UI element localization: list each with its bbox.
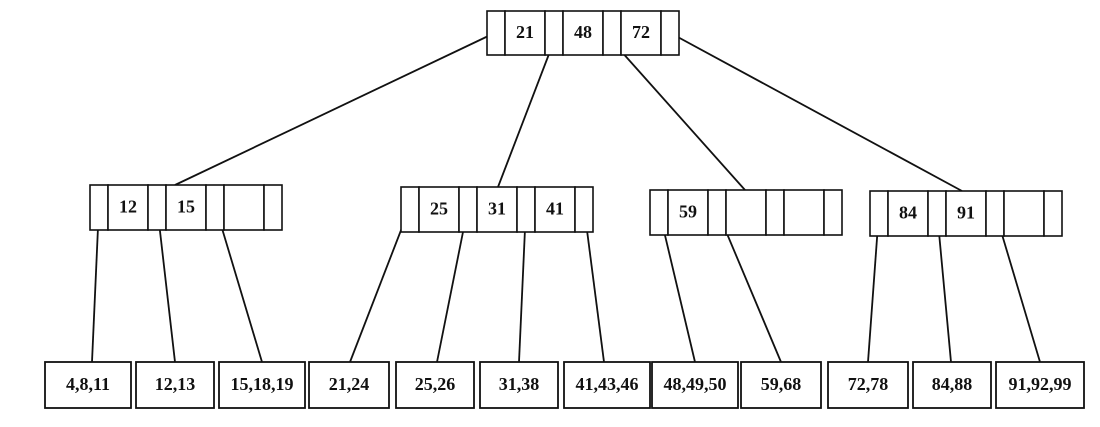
leaf-keys: 12,13 bbox=[155, 374, 196, 394]
internal-node-4-key-cell bbox=[1003, 190, 1045, 237]
internal-node-3-pointer-cell bbox=[765, 189, 785, 236]
internal-node-1-key-cell bbox=[223, 184, 265, 231]
internal-node-2-pointer-cell bbox=[574, 186, 594, 233]
leaf-keys: 25,26 bbox=[415, 374, 456, 394]
leaf-node-7: 41,43,46 bbox=[563, 361, 651, 409]
internal-node-4-pointer-cell bbox=[985, 190, 1005, 237]
root-node-key: 72 bbox=[632, 22, 650, 42]
internal-node-4-key: 91 bbox=[957, 203, 975, 223]
leaf-box bbox=[563, 361, 651, 409]
internal-node-3-pointer-cell bbox=[823, 189, 843, 236]
internal-node-3-key-cell bbox=[667, 189, 709, 236]
internal-node-4-pointer-cell bbox=[927, 190, 947, 237]
leaf-box bbox=[135, 361, 215, 409]
internal-node-3-pointer-cell bbox=[707, 189, 727, 236]
leaf-keys: 21,24 bbox=[329, 374, 370, 394]
internal-node-2-key: 25 bbox=[430, 199, 448, 219]
leaf-node-6: 31,38 bbox=[479, 361, 559, 409]
internal-node-2-key-cell bbox=[476, 186, 518, 233]
internal-node-2: 25 31 41 bbox=[400, 186, 594, 233]
root-node-pointer-cell bbox=[660, 10, 680, 56]
root-node-key-cell bbox=[620, 10, 662, 56]
root-node-key-cell bbox=[504, 10, 546, 56]
root-node: 21 48 72 bbox=[486, 10, 680, 56]
leaf-node-5: 25,26 bbox=[395, 361, 475, 409]
leaf-keys: 59,68 bbox=[761, 374, 802, 394]
root-node-key-cell bbox=[562, 10, 604, 56]
internal-node-4-key-cell bbox=[945, 190, 987, 237]
leaf-node-4: 21,24 bbox=[308, 361, 390, 409]
internal-node-1-key: 12 bbox=[119, 197, 137, 217]
internal-node-1-pointer-cell bbox=[263, 184, 283, 231]
internal-node-1: 12 15 bbox=[89, 184, 283, 231]
internal-to-leaf-edge bbox=[91, 204, 100, 363]
internal-to-leaf-edge bbox=[436, 206, 469, 363]
internal-node-4-pointer-cell bbox=[1043, 190, 1063, 237]
root-to-internal-edge bbox=[174, 28, 504, 186]
internal-node-1-pointer-cell bbox=[147, 184, 167, 231]
internal-to-leaf-edge bbox=[156, 204, 176, 363]
leaf-node-10: 72,78 bbox=[827, 361, 909, 409]
leaf-node-3: 15,18,19 bbox=[218, 361, 306, 409]
leaf-box bbox=[308, 361, 390, 409]
leaf-box bbox=[218, 361, 306, 409]
internal-node-1-key: 15 bbox=[177, 197, 195, 217]
leaf-keys: 48,49,50 bbox=[664, 374, 727, 394]
internal-node-1-key-cell bbox=[165, 184, 207, 231]
leaf-box bbox=[479, 361, 559, 409]
leaf-box bbox=[995, 361, 1085, 409]
internal-node-2-key-cell bbox=[534, 186, 576, 233]
leaf-keys: 72,78 bbox=[848, 374, 889, 394]
tree-leaves: 4,8,11 12,13 15,18,19 21,24 25,26 31,38 41,43,… bbox=[44, 361, 1085, 409]
leaf-keys: 91,92,99 bbox=[1009, 374, 1072, 394]
leaf-keys: 31,38 bbox=[499, 374, 540, 394]
root-to-internal-edge bbox=[497, 40, 555, 188]
leaf-node-2: 12,13 bbox=[135, 361, 215, 409]
internal-node-3-key-cell bbox=[783, 189, 825, 236]
leaf-keys: 84,88 bbox=[932, 374, 973, 394]
leaf-box bbox=[395, 361, 475, 409]
internal-node-1-pointer-cell bbox=[205, 184, 225, 231]
root-node-key: 21 bbox=[516, 22, 534, 42]
root-node-pointer-cell bbox=[602, 10, 622, 56]
internal-node-2-pointer-cell bbox=[516, 186, 536, 233]
root-node-pointer-cell bbox=[544, 10, 564, 56]
root-to-internal-edge bbox=[662, 28, 963, 192]
leaf-node-11: 84,88 bbox=[912, 361, 992, 409]
internal-to-leaf-edge bbox=[583, 206, 605, 363]
leaf-node-1: 4,8,11 bbox=[44, 361, 132, 409]
internal-node-4-key: 84 bbox=[899, 203, 917, 223]
internal-to-leaf-edge bbox=[214, 204, 263, 363]
leaf-box bbox=[827, 361, 909, 409]
leaf-node-12: 91,92,99 bbox=[995, 361, 1085, 409]
internal-to-leaf-edge bbox=[518, 206, 527, 363]
internal-node-2-pointer-cell bbox=[400, 186, 420, 233]
leaf-node-8: 48,49,50 bbox=[651, 361, 739, 409]
leaf-box bbox=[651, 361, 739, 409]
root-node-pointer-cell bbox=[486, 10, 506, 56]
internal-node-2-key: 31 bbox=[488, 199, 506, 219]
leaf-node-9: 59,68 bbox=[740, 361, 822, 409]
internal-node-3-pointer-cell bbox=[649, 189, 669, 236]
root-node-key: 48 bbox=[574, 22, 592, 42]
leaf-keys: 4,8,11 bbox=[66, 374, 110, 394]
internal-node-4: 84 91 bbox=[869, 190, 1063, 237]
tree-nodes: 21 48 72 12 15 25 31 41 59 84 91 bbox=[89, 10, 1063, 237]
leaf-keys: 15,18,19 bbox=[231, 374, 294, 394]
leaf-box bbox=[740, 361, 822, 409]
internal-node-1-pointer-cell bbox=[89, 184, 109, 231]
internal-node-3-key-cell bbox=[725, 189, 767, 236]
internal-node-2-key: 41 bbox=[546, 199, 564, 219]
internal-node-4-key-cell bbox=[887, 190, 929, 237]
internal-node-2-pointer-cell bbox=[458, 186, 478, 233]
root-to-internal-edge bbox=[611, 40, 746, 191]
internal-node-4-pointer-cell bbox=[869, 190, 889, 237]
leaf-box bbox=[912, 361, 992, 409]
leaf-box bbox=[44, 361, 132, 409]
internal-node-3: 59 bbox=[649, 189, 843, 236]
internal-to-leaf-edge bbox=[349, 206, 411, 363]
leaf-keys: 41,43,46 bbox=[576, 374, 639, 394]
internal-node-3-key: 59 bbox=[679, 202, 697, 222]
